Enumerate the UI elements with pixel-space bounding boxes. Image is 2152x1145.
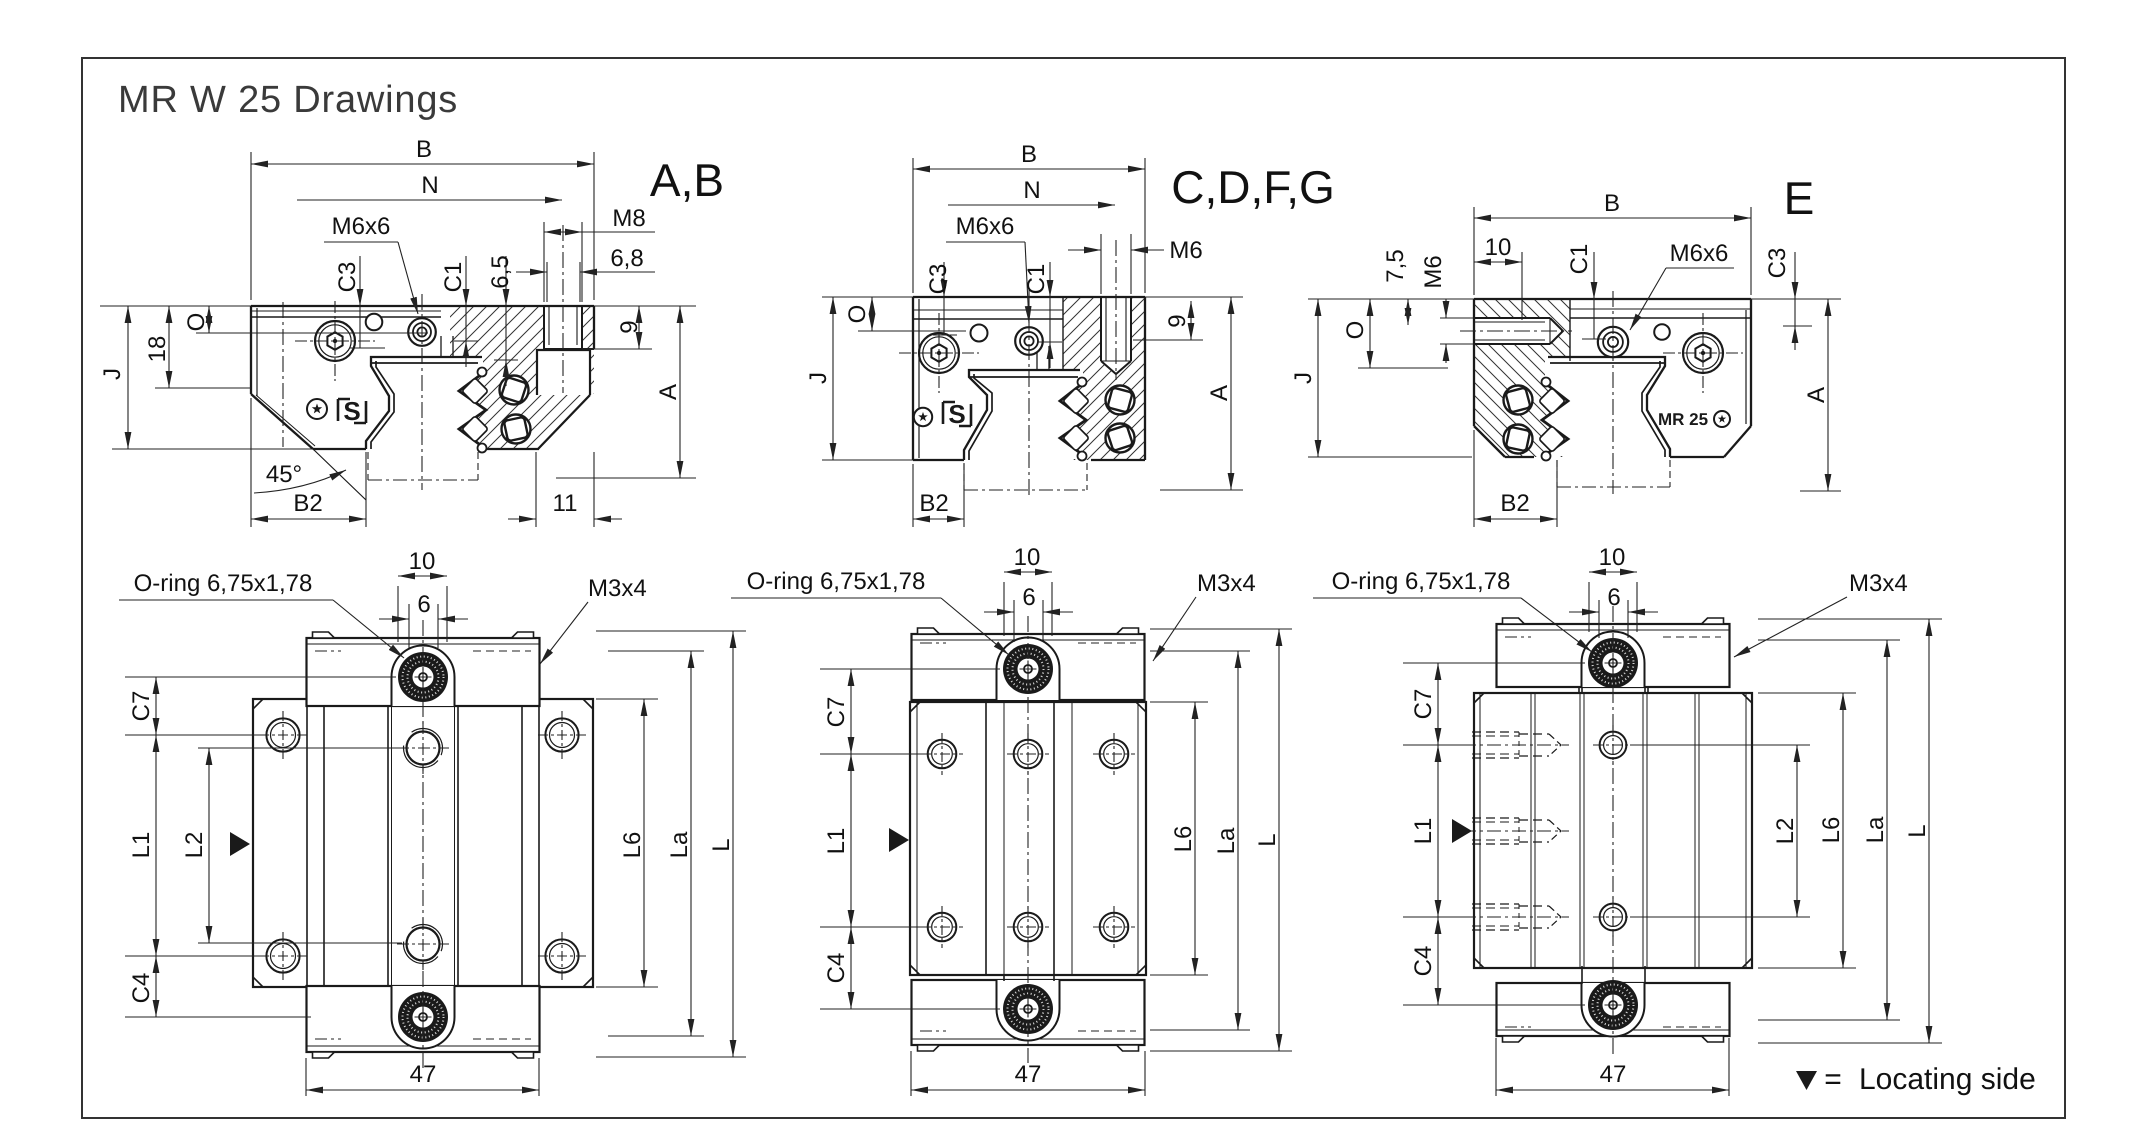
svg-text:B2: B2 (919, 490, 948, 517)
svg-text:L1: L1 (128, 832, 155, 859)
svg-text:M6: M6 (1169, 237, 1202, 264)
svg-text:L: L (708, 838, 735, 851)
svg-text:O-ring 6,75x1,78: O-ring 6,75x1,78 (134, 570, 313, 597)
svg-text:M3x4: M3x4 (1197, 570, 1256, 597)
svg-text:Locating side: Locating side (1859, 1063, 2036, 1096)
svg-text:11: 11 (553, 490, 578, 517)
svg-text:MR 25: MR 25 (1658, 410, 1708, 429)
svg-text:O: O (183, 313, 210, 332)
svg-text:A,B: A,B (650, 154, 724, 206)
svg-text:S: S (343, 396, 360, 426)
svg-text:C4: C4 (1410, 946, 1437, 977)
svg-text:M6x6: M6x6 (956, 213, 1015, 240)
svg-text:6: 6 (1607, 584, 1620, 611)
svg-text:M6: M6 (1420, 255, 1447, 288)
svg-text:10: 10 (1485, 234, 1512, 261)
svg-text:9: 9 (616, 320, 643, 333)
svg-text:=: = (1824, 1063, 1842, 1096)
svg-text:M3x4: M3x4 (588, 575, 647, 602)
svg-text:B2: B2 (1500, 490, 1529, 517)
svg-text:47: 47 (1600, 1061, 1627, 1088)
svg-text:O: O (1342, 321, 1369, 340)
svg-text:B: B (1021, 141, 1037, 168)
svg-text:O-ring 6,75x1,78: O-ring 6,75x1,78 (747, 568, 926, 595)
svg-text:6: 6 (1022, 584, 1035, 611)
svg-text:La: La (666, 831, 693, 858)
svg-text:C7: C7 (823, 697, 850, 728)
svg-text:O: O (844, 305, 871, 324)
svg-text:La: La (1862, 816, 1889, 843)
svg-text:6,5: 6,5 (487, 255, 514, 288)
svg-text:L6: L6 (1170, 826, 1197, 853)
svg-text:La: La (1213, 827, 1240, 854)
svg-text:C7: C7 (1410, 689, 1437, 720)
svg-text:6: 6 (417, 591, 430, 618)
svg-text:M3x4: M3x4 (1849, 570, 1908, 597)
svg-text:10: 10 (1599, 544, 1626, 571)
svg-text:C7: C7 (128, 691, 155, 722)
svg-text:C1: C1 (1566, 244, 1593, 275)
svg-text:S: S (948, 399, 965, 429)
svg-text:MR W 25 Drawings: MR W 25 Drawings (118, 79, 458, 121)
svg-text:L6: L6 (619, 832, 646, 859)
svg-text:C3: C3 (1764, 248, 1791, 279)
svg-text:C4: C4 (823, 953, 850, 984)
svg-text:N: N (421, 172, 438, 199)
svg-text:A: A (655, 384, 682, 400)
svg-text:J: J (99, 368, 126, 380)
svg-text:L2: L2 (1772, 818, 1799, 845)
svg-text:B: B (1604, 190, 1620, 217)
svg-text:47: 47 (1015, 1061, 1042, 1088)
svg-text:L1: L1 (823, 828, 850, 855)
svg-text:C3: C3 (925, 264, 952, 295)
svg-text:L: L (1904, 824, 1931, 837)
svg-text:C1: C1 (1023, 264, 1050, 295)
svg-text:L6: L6 (1818, 817, 1845, 844)
svg-text:B2: B2 (293, 490, 322, 517)
svg-text:10: 10 (1014, 544, 1041, 571)
svg-text:M6x6: M6x6 (1670, 240, 1729, 267)
svg-text:E: E (1784, 172, 1815, 224)
svg-text:A: A (1803, 387, 1830, 403)
svg-text:L: L (1254, 833, 1281, 846)
svg-text:M6x6: M6x6 (332, 213, 391, 240)
svg-text:6,8: 6,8 (610, 245, 643, 272)
svg-text:9: 9 (1164, 314, 1191, 327)
svg-text:18: 18 (144, 336, 171, 363)
svg-text:B: B (416, 136, 432, 163)
svg-text:O-ring 6,75x1,78: O-ring 6,75x1,78 (1332, 568, 1511, 595)
svg-text:C4: C4 (128, 973, 155, 1004)
svg-text:C,D,F,G: C,D,F,G (1171, 161, 1335, 213)
svg-text:N: N (1023, 177, 1040, 204)
svg-text:L1: L1 (1410, 818, 1437, 845)
svg-text:C3: C3 (334, 262, 361, 293)
svg-text:L2: L2 (181, 832, 208, 859)
svg-text:47: 47 (410, 1061, 437, 1088)
svg-text:M8: M8 (612, 205, 645, 232)
svg-text:7,5: 7,5 (1382, 249, 1409, 282)
svg-text:J: J (805, 372, 832, 384)
svg-text:45°: 45° (266, 461, 302, 488)
svg-text:J: J (1290, 372, 1317, 384)
svg-text:10: 10 (409, 548, 436, 575)
svg-text:C1: C1 (440, 262, 467, 293)
svg-text:A: A (1206, 385, 1233, 401)
